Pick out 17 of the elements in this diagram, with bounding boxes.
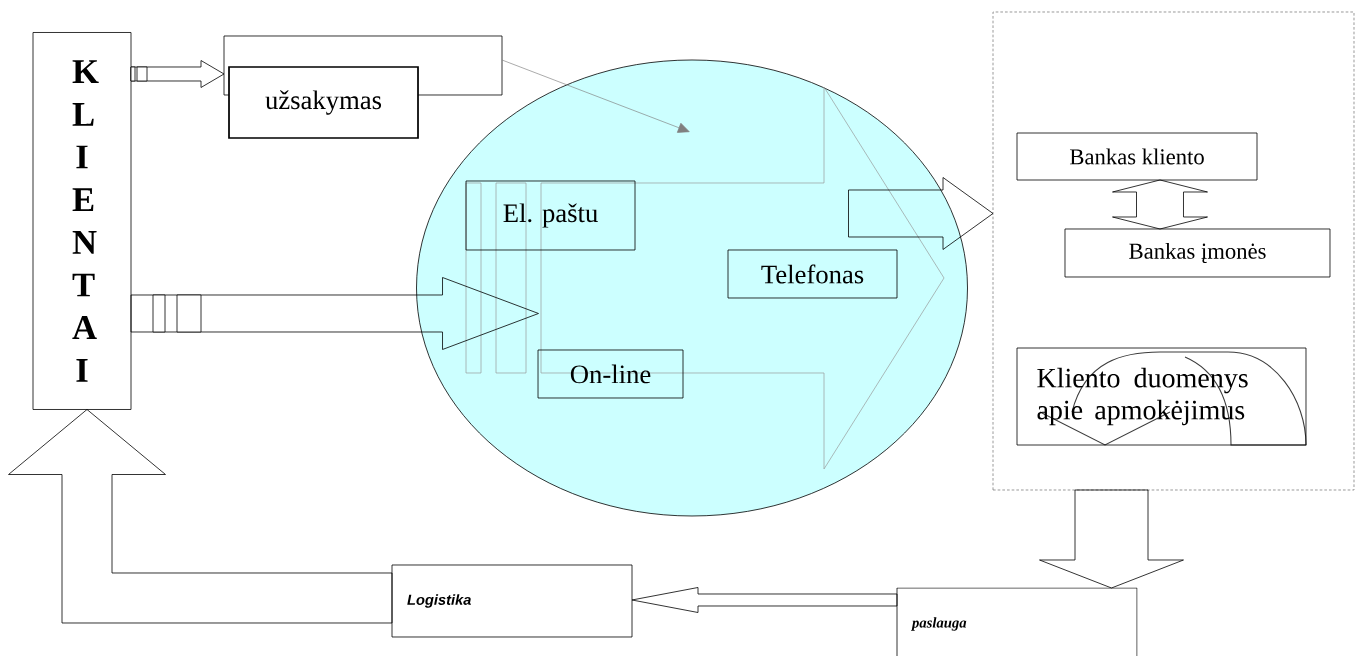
block-arrow <box>631 587 898 613</box>
vertical-text-box: K L I E N T A I <box>32 32 132 410</box>
channel-box: El. paštu <box>465 180 636 251</box>
arrow <box>501 59 690 133</box>
block-arrow <box>848 177 994 250</box>
process-box: užsakymas <box>228 66 419 139</box>
block-arrow <box>8 409 393 624</box>
channel-ellipse <box>416 59 968 517</box>
process-box: paslauga <box>896 587 1138 656</box>
process-box: Logistika <box>391 564 633 638</box>
dashed-frame <box>992 11 1355 491</box>
bank-box: Bankas įmonės <box>1064 228 1331 278</box>
channel-box: Telefonas <box>727 249 898 299</box>
bank-box: Bankas kliento <box>1016 132 1258 181</box>
block-arrow <box>1039 489 1184 589</box>
channel-box: On-line <box>537 349 684 399</box>
block-arrow <box>130 277 539 350</box>
